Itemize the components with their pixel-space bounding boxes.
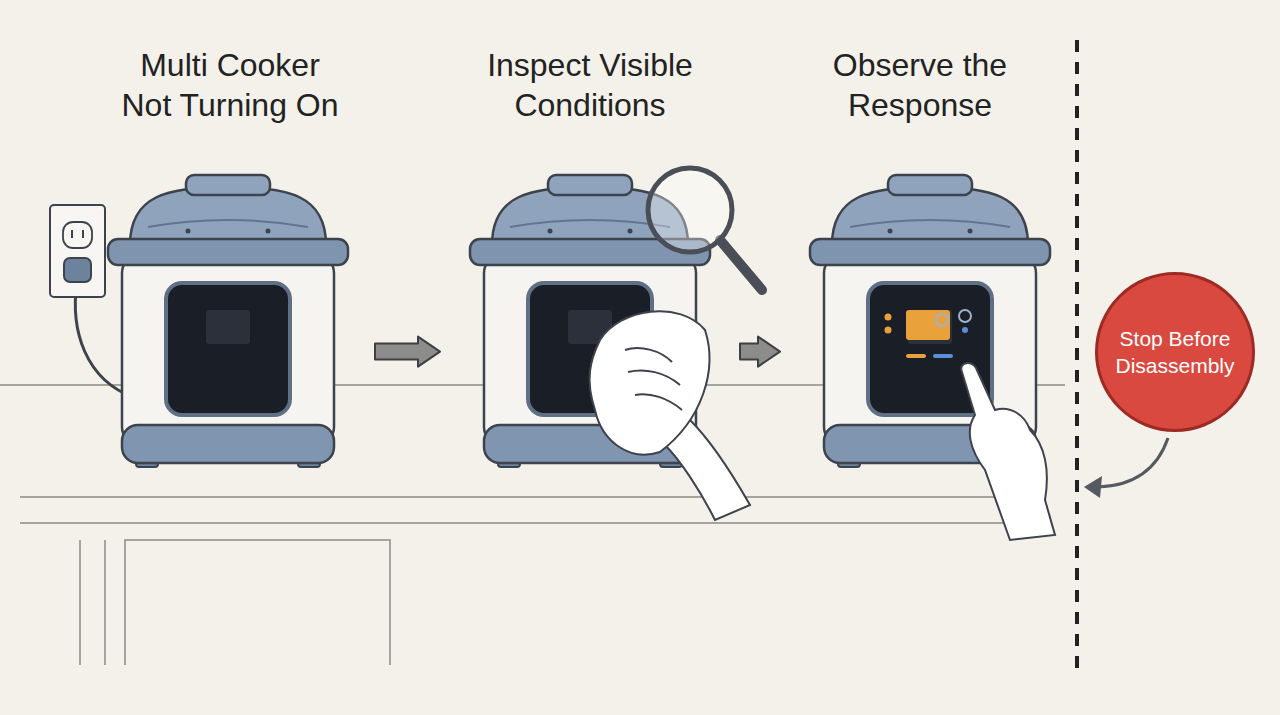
step-heading: Observe the Response [805,45,1035,125]
step-panel: Inspect Visible Conditions [450,45,730,465]
cleaning-hand [590,311,750,520]
stop-circle: Stop Before Disassembly [1095,272,1255,432]
boundary-line [1075,40,1079,675]
pointer-arrow [1084,438,1168,498]
flow-arrow [740,337,780,367]
flow-arrow [375,337,440,367]
step-panel: Multi Cooker Not Turning On [95,45,365,465]
pointing-hand [961,363,1055,540]
step-heading: Multi Cooker Not Turning On [115,45,345,125]
stop-label: Stop Before Disassembly [1110,325,1240,379]
display-lights [885,310,972,356]
step-heading: Inspect Visible Conditions [475,45,705,125]
magnifier [648,168,762,290]
step-panel: Observe the Response [790,45,1050,465]
